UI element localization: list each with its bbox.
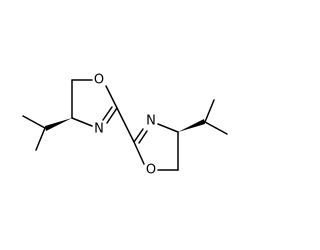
bond-left-c2-n3 (106, 107, 118, 124)
bond-right-o1-c2 (133, 141, 145, 165)
bond-right-n3-c4 (157, 123, 179, 133)
bond-right-ipr-me1 (204, 121, 228, 135)
atom-n3-right: N (146, 114, 156, 129)
bond-left-ipr-me1 (22, 115, 46, 129)
bond-right-c2-n3 (133, 128, 144, 143)
bond-left-ipr-me2 (35, 127, 46, 151)
wedge-right-c4-ipr (178, 119, 205, 132)
bond-left-c2-n3-double (102, 106, 113, 121)
skeleton-overlay: O N N O (22, 72, 228, 178)
atom-o1-right: O (146, 163, 156, 178)
bond-left-o1-c2 (105, 85, 118, 109)
atom-n3-left: N (94, 122, 104, 137)
bond-right-c2-n3-double (138, 130, 148, 144)
wedge-left-c4-ipr (45, 118, 72, 131)
atom-o1-left: O (94, 73, 104, 88)
bond-central-c2-c2prime (116, 107, 135, 143)
bond-right-ipr-me2 (204, 99, 215, 123)
structure-canvas: O N N O (14, 62, 238, 178)
bond-left-n3-c4 (71, 117, 93, 127)
